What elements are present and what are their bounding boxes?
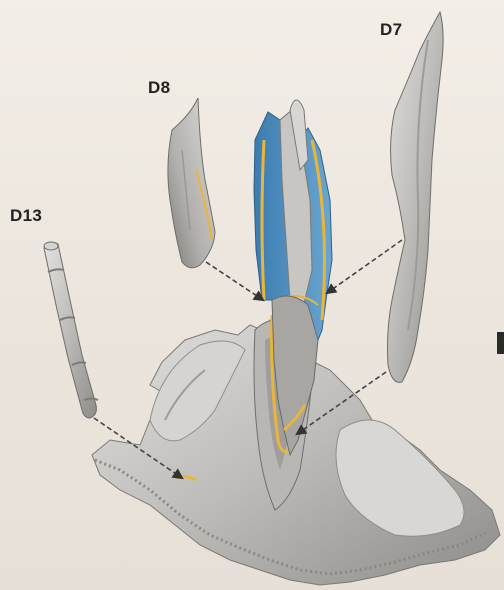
label-d7: D7 — [380, 20, 402, 40]
edge-divider — [497, 332, 504, 354]
fragment-d13 — [44, 242, 98, 418]
fragment-d8 — [168, 98, 215, 268]
label-d13: D13 — [10, 206, 42, 226]
label-d8: D8 — [148, 78, 170, 98]
arrow-d8-to-center — [206, 262, 263, 300]
arrow-d7-to-center-upper — [327, 240, 402, 293]
fragment-d7 — [388, 12, 444, 382]
